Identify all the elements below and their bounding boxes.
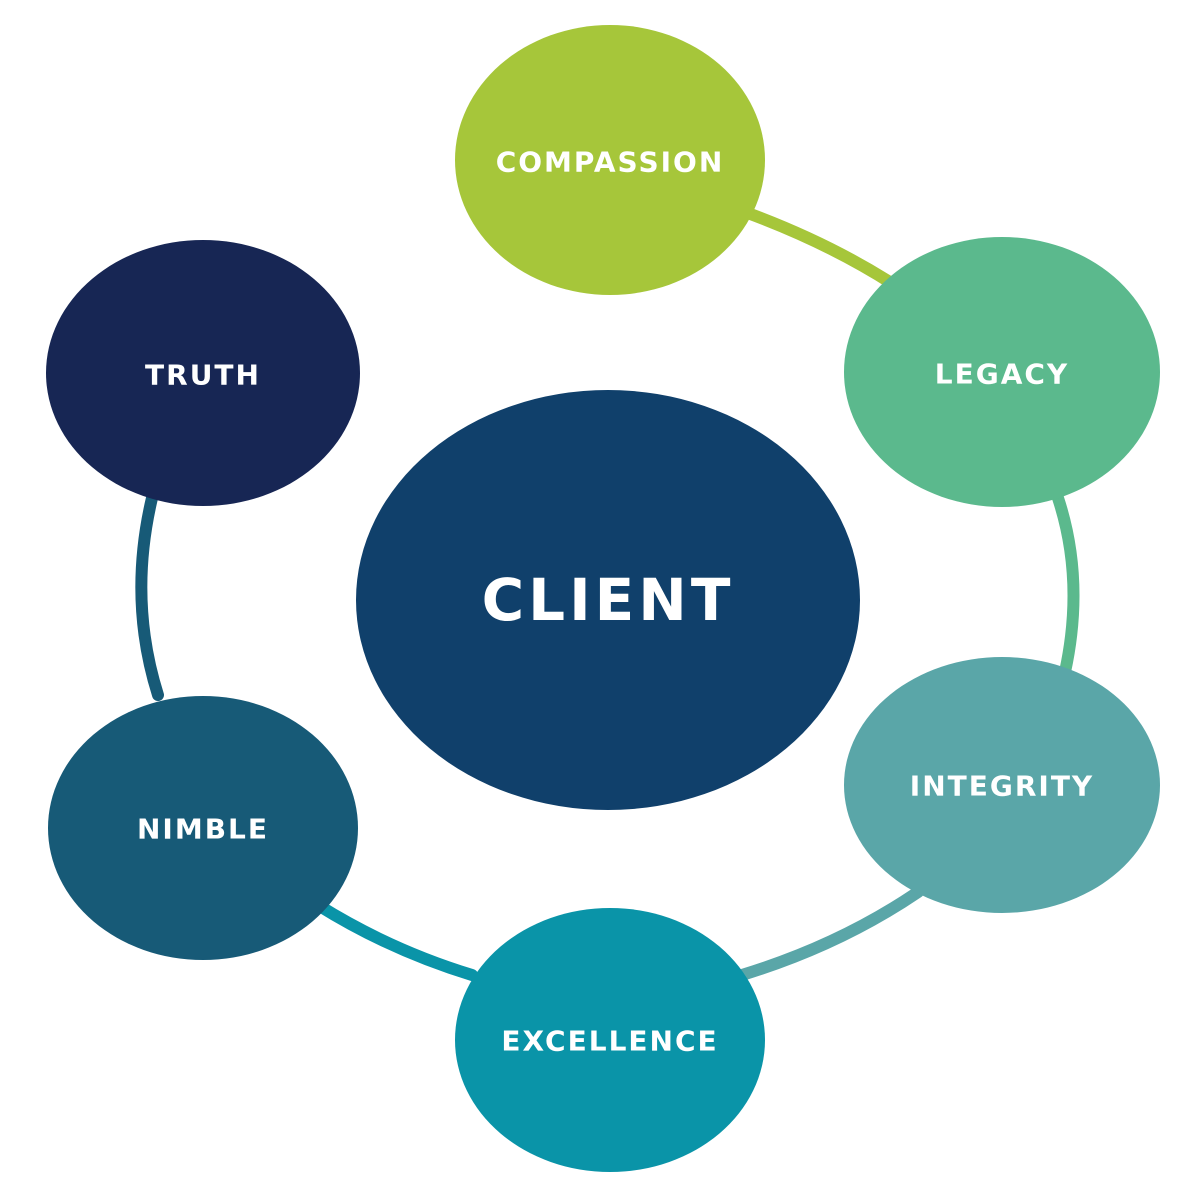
node-excellence-label: EXCELLENCE [501,1025,718,1058]
node-truth: TRUTH [46,240,360,506]
connector-excellence-nimble [312,899,478,981]
node-integrity-circle [844,657,1160,913]
node-nimble: NIMBLE [48,696,358,960]
center-node-label: CLIENT [482,566,735,634]
node-integrity-label: INTEGRITY [910,770,1094,803]
center-node: CLIENT [356,390,860,810]
node-excellence: EXCELLENCE [455,908,765,1172]
node-truth-label: TRUTH [145,359,261,392]
node-truth-circle [46,240,360,506]
connector-compassion-legacy [739,206,911,298]
node-legacy-label: LEGACY [935,358,1069,391]
node-legacy: LEGACY [844,237,1160,507]
node-nimble-circle [48,696,358,960]
node-compassion-label: COMPASSION [496,146,725,179]
node-compassion: COMPASSION [455,25,765,295]
node-excellence-circle [455,908,765,1172]
connector-legacy-integrity [1052,492,1080,678]
node-compassion-circle [455,25,765,295]
node-legacy-circle [844,237,1160,507]
node-integrity: INTEGRITY [844,657,1160,913]
connector-integrity-excellence [736,886,924,981]
node-nimble-label: NIMBLE [137,813,269,846]
connector-nimble-truth [135,492,164,701]
center-node-circle [356,390,860,810]
